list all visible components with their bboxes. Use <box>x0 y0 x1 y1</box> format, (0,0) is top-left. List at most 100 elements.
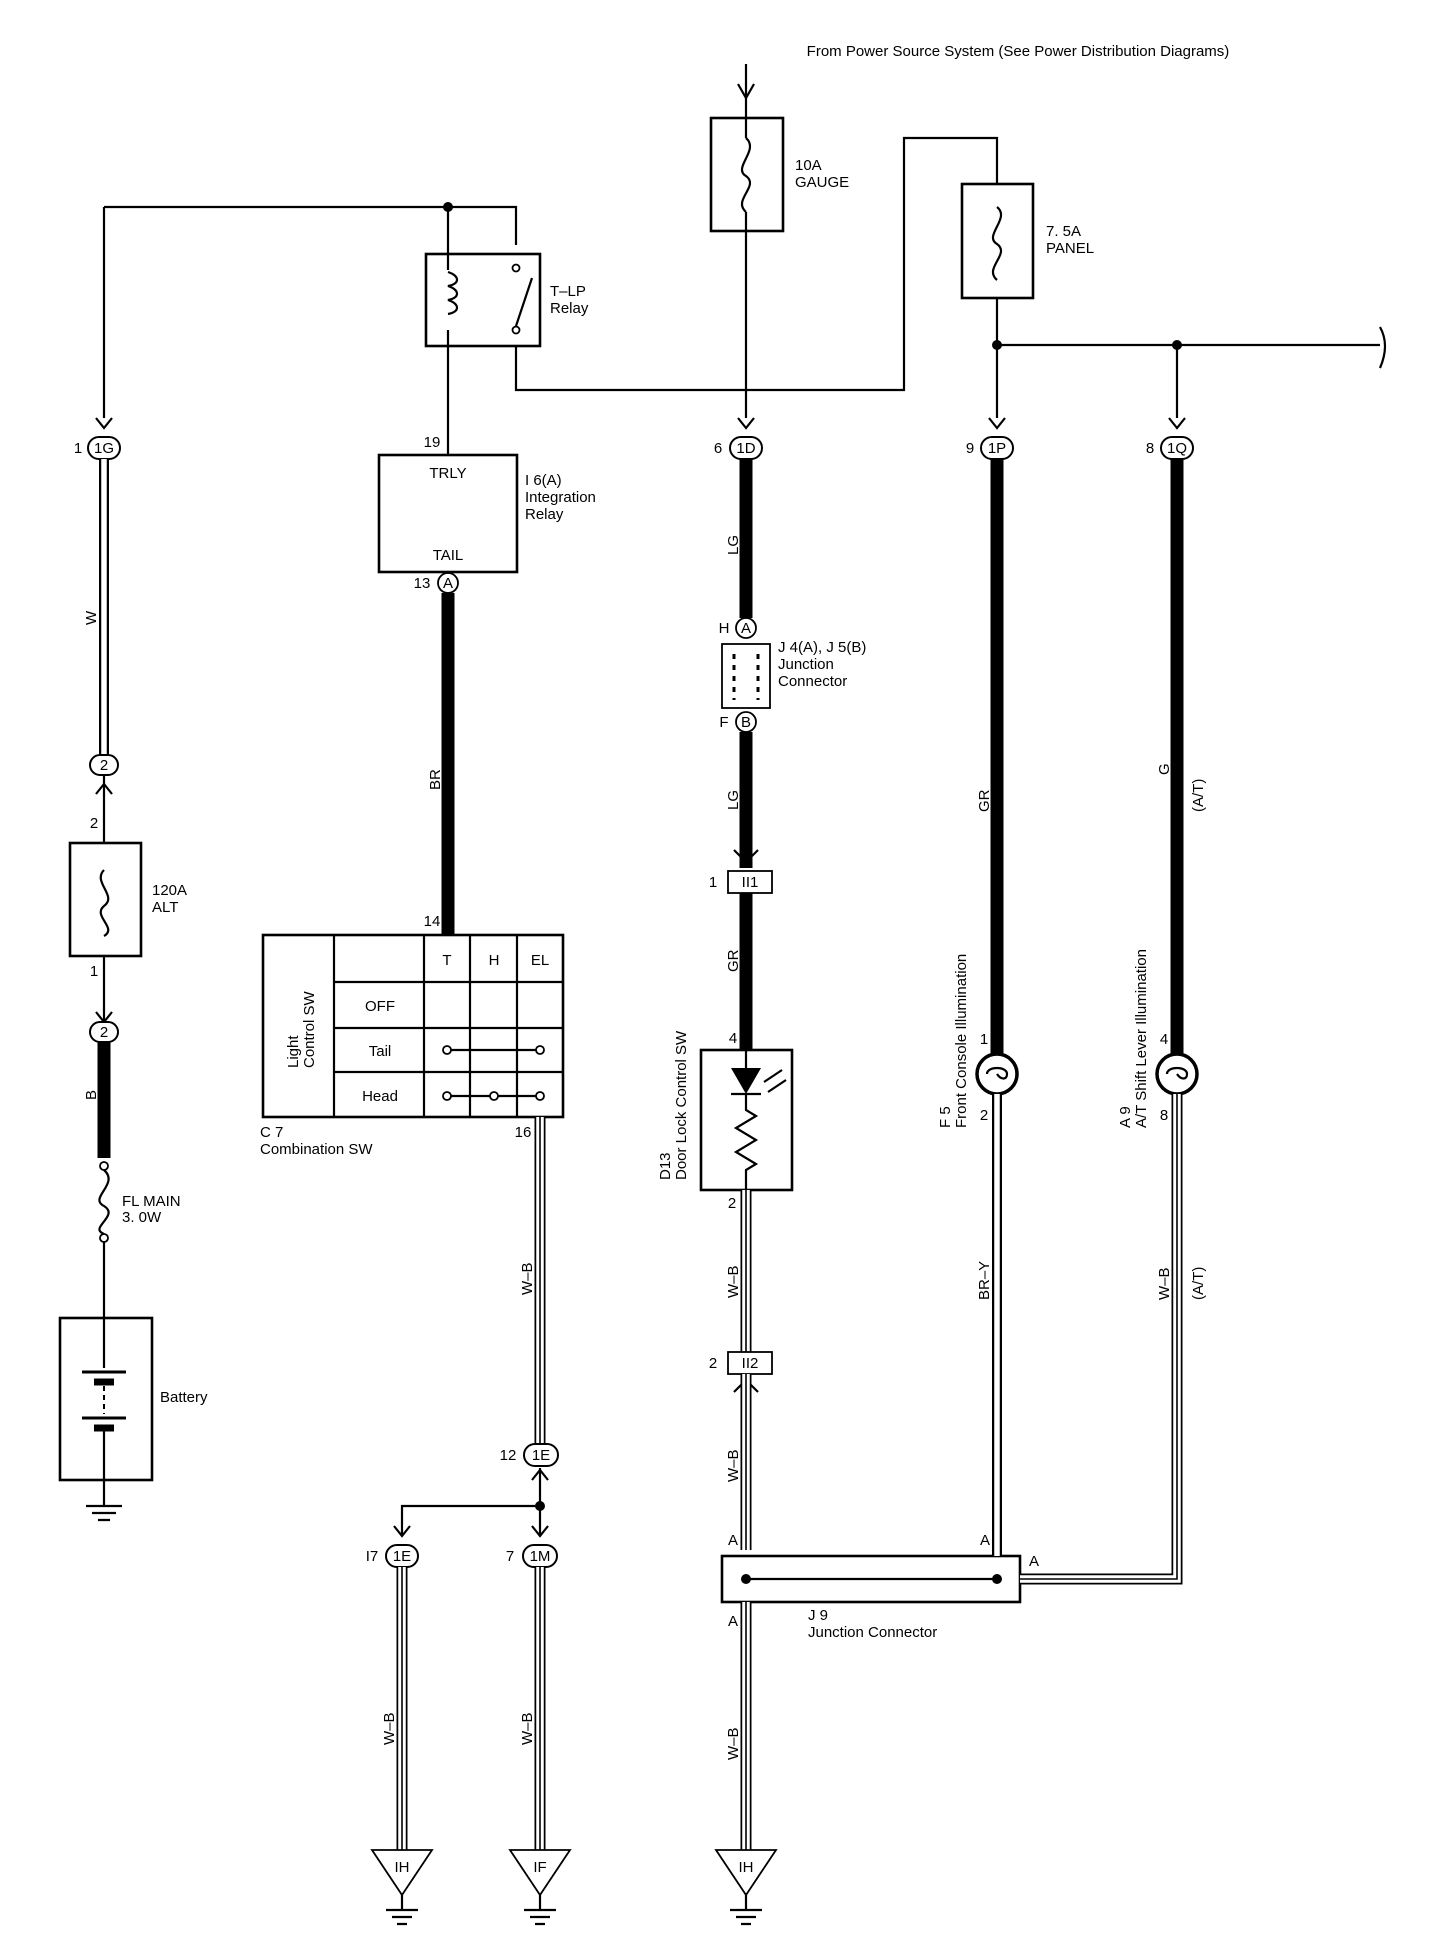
door-lock-control-switch <box>699 1048 794 1192</box>
diagram-label: 12 <box>500 1447 517 1464</box>
connector-1p: 1P 9 <box>966 436 1014 460</box>
fuse-panel: 7. 5A PANEL <box>960 182 1094 300</box>
diagram-label: 3. 0W <box>122 1209 162 1226</box>
diagram-label: B <box>741 714 751 731</box>
diagram-label: Front Console Illumination <box>953 954 970 1128</box>
diagram-label: TRLY <box>429 465 466 482</box>
diagram-label: IH <box>739 1859 754 1876</box>
diagram-label: H <box>719 620 730 637</box>
connector-ii1: II1 1 <box>709 870 773 894</box>
diagram-label: Junction Connector <box>808 1624 937 1641</box>
diagram-label: 120A <box>152 882 187 899</box>
diagram-label: IF <box>533 1859 546 1876</box>
battery: Battery <box>58 1316 208 1482</box>
diagram-label: BR <box>427 769 444 790</box>
diagram-label: W–B <box>381 1712 398 1745</box>
diagram-label: Combination SW <box>260 1141 373 1158</box>
connector-1q: 1Q 8 <box>1146 436 1194 460</box>
diagram-label: H <box>489 952 500 969</box>
diagram-label: FL MAIN <box>122 1193 181 1210</box>
diagram-label: 4 <box>729 1030 737 1047</box>
diagram-label: J 4(A), J 5(B) <box>778 639 866 656</box>
diagram-label: Tail <box>369 1043 392 1060</box>
junction-connector-j9 <box>720 1554 1022 1604</box>
fuse-gauge: 10A GAUGE <box>709 116 849 233</box>
diagram-label: 1P <box>988 440 1006 457</box>
diagram-label: Junction <box>778 656 834 673</box>
diagram-label: W–B <box>519 1262 536 1295</box>
diagram-label: 8 <box>1160 1107 1168 1124</box>
diagram-label: PANEL <box>1046 240 1094 257</box>
diagram-label: T–LP <box>550 283 586 300</box>
connector-ii2: II2 2 <box>709 1351 773 1375</box>
tlp-relay: T–LP Relay <box>424 252 589 348</box>
connector-alt-bottom: 2 <box>89 1021 119 1043</box>
diagram-label: G <box>1156 763 1173 775</box>
diagram-label: W–B <box>725 1449 742 1482</box>
front-console-illumination-bulb <box>975 1052 1019 1096</box>
junction-connector-j4-j5: J 4(A), J 5(B) Junction Connector <box>721 639 866 709</box>
diagram-label: 2 <box>728 1195 736 1212</box>
diagram-label: ALT <box>152 899 178 916</box>
diagram-label: II2 <box>742 1355 759 1372</box>
diagram-label: TAIL <box>433 547 464 564</box>
shift-lever-illumination-bulb <box>1155 1052 1199 1096</box>
diagram-label: A 9 <box>1117 1106 1134 1128</box>
diagram-label: II1 <box>742 874 759 891</box>
diagram-label: 19 <box>424 434 441 451</box>
diagram-label: W <box>83 610 100 625</box>
diagram-label: 1Q <box>1167 440 1187 457</box>
diagram-label: 13 <box>414 575 431 592</box>
diagram-label: Head <box>362 1088 398 1105</box>
diagram-label: A <box>980 1532 990 1549</box>
diagram-label: 1E <box>393 1548 411 1565</box>
connector-1g: 1G 1 <box>74 436 121 460</box>
diagram-label: A/T Shift Lever Illumination <box>1133 949 1150 1128</box>
diagram-label: Integration <box>525 489 596 506</box>
diagram-label: GR <box>976 789 993 812</box>
diagram-label: 2 <box>90 815 98 832</box>
diagram-label: Control SW <box>301 990 318 1068</box>
connector-1e-2: 1E I7 <box>366 1544 419 1568</box>
diagram-label: 8 <box>1146 440 1154 457</box>
diagram-label: 1E <box>532 1447 550 1464</box>
diagram-label: 1D <box>736 440 755 457</box>
diagram-label: W–B <box>1156 1267 1173 1300</box>
diagram-label: 1M <box>530 1548 551 1565</box>
combination-switch: T H EL OFF Tail Head Light Control SW <box>261 933 565 1119</box>
diagram-label: Relay <box>550 300 589 317</box>
diagram-label: 1 <box>90 963 98 980</box>
diagram-label: EL <box>531 952 549 969</box>
diagram-label: 10A <box>795 157 822 174</box>
diagram-label: I 6(A) <box>525 472 562 489</box>
diagram-label: A <box>728 1613 738 1630</box>
diagram-label: 2 <box>980 1107 988 1124</box>
diagram-label: A <box>741 620 751 637</box>
diagram-label: (A/T) <box>1190 1267 1207 1300</box>
diagram-label: W–B <box>519 1712 536 1745</box>
diagram-label: IH <box>395 1859 410 1876</box>
diagram-label: 1 <box>709 874 717 891</box>
diagram-label: BR–Y <box>976 1261 993 1300</box>
diagram-label: D13 <box>657 1152 674 1180</box>
fusible-link-main: FL MAIN 3. 0W <box>98 1161 181 1243</box>
diagram-label: 1 <box>980 1031 988 1048</box>
diagram-label: GR <box>725 949 742 972</box>
diagram-label: J 9 <box>808 1607 828 1624</box>
diagram-label: Light <box>285 1035 302 1068</box>
diagram-label: 4 <box>1160 1031 1168 1048</box>
fuse-alt: 120A ALT <box>68 841 187 958</box>
diagram-label: B <box>83 1090 100 1100</box>
diagram-label: 7 <box>506 1548 514 1565</box>
ground-ih-2: IH <box>714 1849 778 1926</box>
diagram-label: W–B <box>725 1265 742 1298</box>
diagram-label: 2 <box>100 1024 108 1041</box>
diagram-label: T <box>442 952 451 969</box>
diagram-label: C 7 <box>260 1124 283 1141</box>
ground-if: IF <box>508 1849 572 1926</box>
diagram-label: 2 <box>709 1355 717 1372</box>
diagram-label: OFF <box>365 998 395 1015</box>
power-bus-left <box>104 205 518 245</box>
diagram-label: Door Lock Control SW <box>673 1030 690 1180</box>
diagram-label: A <box>443 575 453 592</box>
